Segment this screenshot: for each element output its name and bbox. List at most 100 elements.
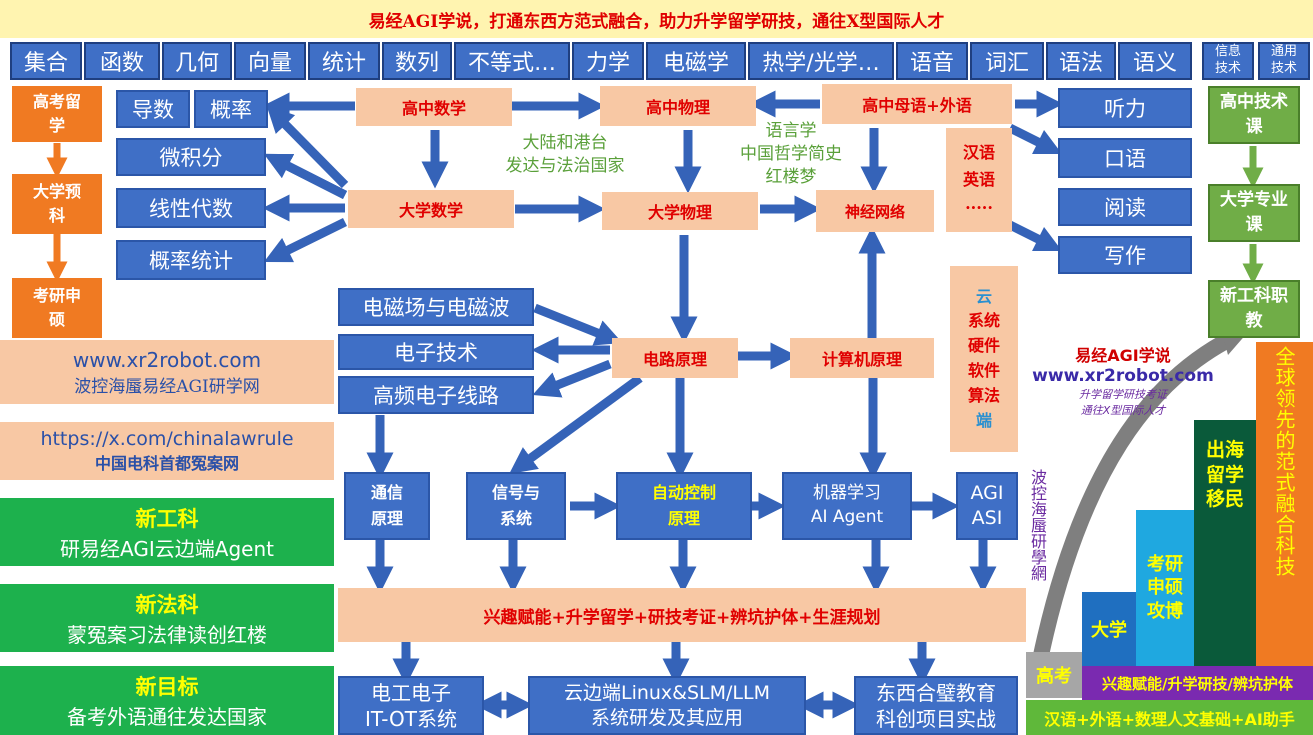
box-label: 阅读 [1104, 196, 1146, 220]
tab-label: 词汇 [984, 51, 1029, 76]
tab-label: 技术 [1270, 61, 1297, 76]
logo-line1: 升学留学研技考证 [1079, 388, 1167, 401]
box-hs-physics[interactable]: 高中物理 [600, 86, 756, 126]
box-label: 口语 [1104, 147, 1146, 171]
box-hf-circuits[interactable]: 高频电子线路 [338, 376, 534, 414]
box-languages: 汉语 英语 ····· [946, 128, 1012, 232]
box-label: AGI ASI [970, 482, 1004, 529]
tab-vocabulary[interactable]: 词汇 [970, 42, 1044, 80]
cloud-line: 算法 [967, 385, 1000, 405]
stair-daxue: 大学 [1082, 592, 1136, 666]
box-hs-language[interactable]: 高中母语+外语 [822, 84, 1012, 124]
box-it-ot[interactable]: 电工电子 IT-OT系统 [338, 676, 484, 735]
box-label: 概率 [210, 98, 252, 122]
tab-inequality[interactable]: 不等式… [454, 42, 570, 80]
tab-grammar[interactable]: 语法 [1046, 42, 1116, 80]
box-agi-asi[interactable]: AGI ASI [956, 472, 1018, 540]
box-linear-algebra[interactable]: 线性代数 [116, 188, 266, 228]
stair-kaoyan: 考研 申硕 攻博 [1136, 510, 1194, 666]
path-postgrad: 考研申硕 [12, 278, 102, 338]
tab-electromagnetism[interactable]: 电磁学 [646, 42, 746, 80]
path-label: 考研申硕 [32, 286, 81, 329]
box-label: 高频电子线路 [373, 384, 499, 408]
box-derivative[interactable]: 导数 [116, 90, 190, 128]
box-label: 概率统计 [149, 249, 233, 273]
logo-line2: 通往X型国际人才 [1080, 404, 1166, 417]
tab-phonetics[interactable]: 语音 [896, 42, 968, 80]
tab-geometry[interactable]: 几何 [162, 42, 232, 80]
stair-chuhai: 出海 留学 移民 [1194, 420, 1256, 666]
tab-sequence[interactable]: 数列 [382, 42, 452, 80]
box-em-waves[interactable]: 电磁场与电磁波 [338, 288, 534, 326]
tab-info-tech[interactable]: 信息技术 [1202, 42, 1254, 80]
box-calculus[interactable]: 微积分 [116, 138, 266, 176]
vertical-site-name: 波控海蜃研學網 [1028, 469, 1047, 581]
site-url[interactable]: www.xr2robot.com [72, 347, 262, 372]
goal-bar: 兴趣赋能+升学留学+研技考证+辨坑护体+生涯规划 [338, 588, 1026, 642]
box-label: 电磁场与电磁波 [362, 296, 510, 320]
site-card-xr2robot[interactable]: www.xr2robot.com 波控海蜃易经AGI研学网 [0, 340, 334, 404]
card-text: 研易经AGI云边端Agent [60, 536, 274, 561]
path-label: 新工科职教 [1220, 285, 1288, 332]
tab-label: 数列 [394, 51, 439, 76]
tab-function[interactable]: 函数 [84, 42, 160, 80]
card-new-engineering: 新工科 研易经AGI云边端Agent [0, 498, 334, 566]
tab-vector[interactable]: 向量 [234, 42, 306, 80]
tab-label: 集合 [23, 51, 68, 76]
box-listening[interactable]: 听力 [1058, 88, 1192, 128]
stair-base-interest: 兴趣赋能/升学研技/辨坑护体 [1082, 666, 1313, 700]
box-prob-stats[interactable]: 概率统计 [116, 240, 266, 280]
tab-label: 通用 [1270, 44, 1297, 60]
box-label: 大学数学 [398, 201, 463, 220]
box-label: 神经网络 [844, 202, 905, 221]
logo-title: 易经AGI学说 [1075, 346, 1171, 365]
tab-statistics[interactable]: 统计 [308, 42, 380, 80]
box-reading[interactable]: 阅读 [1058, 188, 1192, 226]
box-signals[interactable]: 信号与 系统 [466, 472, 566, 540]
box-label: 高中数学 [401, 99, 466, 118]
tab-label: 信息 [1214, 44, 1241, 60]
box-machine-learning[interactable]: 机器学习 AI Agent [782, 472, 912, 540]
site-url[interactable]: https://x.com/chinalawrule [40, 428, 294, 450]
path-uni-major: 大学专业课 [1208, 184, 1300, 242]
stair-label: 兴趣赋能/升学研技/辨坑护体 [1102, 674, 1293, 693]
box-label: 高中物理 [645, 98, 710, 117]
box-cloud-edge-dev[interactable]: 云边端Linux&SLM/LLM 系统研发及其应用 [528, 676, 806, 735]
box-electronics[interactable]: 电子技术 [338, 334, 534, 370]
box-hs-math[interactable]: 高中数学 [356, 88, 512, 126]
box-label: 东西合璧教育 科创项目实战 [876, 680, 996, 731]
box-communication[interactable]: 通信 原理 [344, 472, 430, 540]
tab-set[interactable]: 集合 [10, 42, 82, 80]
box-label: 大学物理 [647, 203, 712, 222]
site-card-chinalawrule[interactable]: https://x.com/chinalawrule 中国电科首都冤案网 [0, 422, 334, 480]
box-probability[interactable]: 概率 [194, 90, 268, 128]
tab-label: 热学/光学… [762, 51, 880, 76]
tab-semantics[interactable]: 语义 [1118, 42, 1192, 80]
box-computer[interactable]: 计算机原理 [790, 338, 934, 378]
card-title: 新法科 [135, 592, 199, 617]
tab-general-tech[interactable]: 通用技术 [1258, 42, 1310, 80]
note-linguistics: 语言学 中国哲学简史 红楼梦 [740, 121, 842, 187]
card-text: 蒙冤案习法律读创红楼 [67, 622, 267, 647]
tab-label: 函数 [99, 51, 144, 76]
card-text: 备考外语通往发达国家 [67, 705, 267, 729]
box-uni-physics[interactable]: 大学物理 [602, 192, 758, 230]
box-circuit[interactable]: 电路原理 [612, 338, 738, 378]
box-uni-math[interactable]: 大学数学 [348, 190, 514, 228]
box-writing[interactable]: 写作 [1058, 236, 1192, 274]
tab-mechanics[interactable]: 力学 [572, 42, 644, 80]
cloud-line: 端 [975, 410, 992, 430]
card-title: 新工科 [135, 506, 199, 531]
tab-label: 向量 [247, 51, 292, 76]
lang-line: 汉语 [962, 143, 995, 163]
stair-label: 大学 [1091, 620, 1127, 641]
tab-label: 统计 [321, 51, 366, 76]
box-east-west[interactable]: 东西合璧教育 科创项目实战 [854, 676, 1018, 735]
box-auto-control[interactable]: 自动控制 原理 [616, 472, 752, 540]
box-label: 写作 [1104, 244, 1146, 268]
box-speaking[interactable]: 口语 [1058, 138, 1192, 178]
box-neural-network[interactable]: 神经网络 [816, 190, 934, 232]
tab-thermo-optics[interactable]: 热学/光学… [748, 42, 894, 80]
path-label: 大学专业课 [1220, 189, 1288, 236]
box-cloud-edge: 云 系统 硬件 软件 算法 端 [950, 266, 1018, 452]
